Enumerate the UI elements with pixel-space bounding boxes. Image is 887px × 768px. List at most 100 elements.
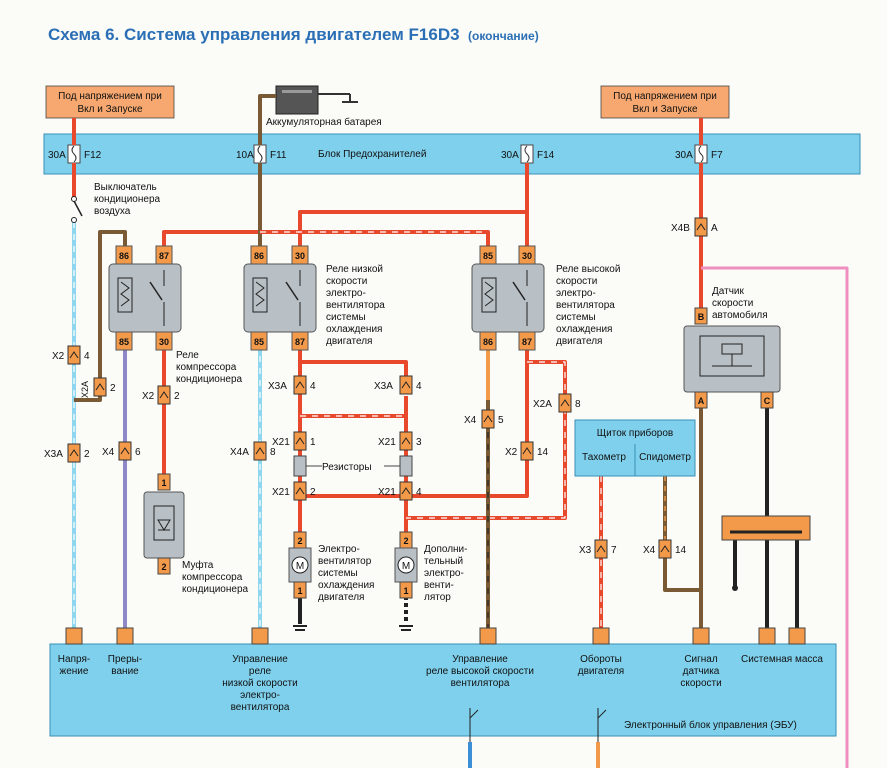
fan-extra-pin-bottom: 1 [403,586,408,596]
ecu-terminal-voltage-1: Напря- [58,654,90,665]
clutch-label-1: Муфта [182,559,214,571]
relay-low-label-7: двигателя [326,336,372,347]
speed-sensor-pin-c: C [764,396,771,406]
svg-text:2: 2 [110,383,116,394]
system-ground-block [721,515,811,591]
svg-text:X21: X21 [272,437,290,448]
svg-text:7: 7 [611,545,617,556]
svg-text:2: 2 [84,449,90,460]
ecu-terminal-low-5: вентилятора [231,702,290,713]
power-source-right-line2: Вкл и Запуске [632,104,698,115]
svg-text:X3A: X3A [44,449,63,460]
ecu-terminal-low-1: Управление [232,654,288,665]
svg-text:X4: X4 [102,447,115,458]
connector-x3-7: X3 7 [579,539,617,559]
diagram-title-suffix: (окончание) [468,29,539,43]
relay-high-label-7: двигателя [556,336,602,347]
ac-switch-label-3: воздуха [94,206,131,217]
relay-high-label-2: скорости [556,276,597,287]
svg-text:3: 3 [416,437,422,448]
power-source-left: Под напряжением при Вкл и Запуске [45,85,175,119]
svg-text:2: 2 [310,487,316,498]
svg-text:X2: X2 [505,447,518,458]
clutch-pin-top: 1 [161,478,166,488]
fuse-f11-rating: 10A [236,150,254,161]
fan-extra-pin-top: 2 [403,536,408,546]
svg-text:5: 5 [498,415,504,426]
fuse-f11: 10A F11 [236,144,287,164]
svg-text:8: 8 [575,399,581,410]
speedometer-label: Спидометр [639,452,691,463]
relay-compressor-pin-86: 86 [119,251,129,261]
relay-high-pin-86: 86 [483,337,493,347]
relay-low-label-2: скорости [326,276,367,287]
fuse-f14: 30A F14 [501,144,555,164]
fan-main-pin-bottom: 1 [297,586,302,596]
connector-x4-5: X4 5 [464,409,504,429]
ecu-terminal-high-1: Управление [452,654,508,665]
relay-compressor-label-1: Реле [176,350,199,361]
svg-text:1: 1 [310,437,316,448]
ground-symbols [293,625,413,631]
relay-compressor: 86 87 85 30 Реле компрессора кондиционер… [108,245,243,385]
fuse-f12-name: F12 [84,150,102,161]
ac-switch-label-2: кондиционера [94,194,161,205]
fan-extra-label-2: тельный [424,556,463,567]
svg-text:X4B: X4B [671,223,690,234]
svg-text:4: 4 [310,381,316,392]
svg-text:4: 4 [416,487,422,498]
fan-main-label-2: вентилятор [318,556,372,567]
svg-text:X3A: X3A [268,381,287,392]
connector-x3a-4-right: X3A 4 [374,375,422,395]
ecu-terminal-interrupt-1: Преры- [108,654,142,665]
relay-low-pin-30: 30 [295,251,305,261]
svg-text:X2: X2 [52,351,65,362]
power-source-left-line1: Под напряжением при [58,91,162,102]
connector-x4-6: X4 6 [102,441,141,461]
diagram-title: Схема 6. Система управления двигателем F… [48,25,460,44]
battery: Аккумуляторная батарея [266,85,382,128]
svg-text:X21: X21 [272,487,290,498]
connector-x2-14: X2 14 [505,441,549,461]
svg-text:14: 14 [675,545,687,556]
relay-high-pin-85: 85 [483,251,493,261]
relay-high-pin-30: 30 [522,251,532,261]
fan-extra: 2 M 1 Дополни- тельный электро- венти- л… [394,531,467,603]
ecu-terminal-speed-2: датчика [683,666,720,677]
connector-x2-2: X2 2 [142,385,180,405]
relay-compressor-pin-85: 85 [119,337,129,347]
fuse-f14-name: F14 [537,150,555,161]
svg-text:X2: X2 [142,391,155,402]
power-source-left-line2: Вкл и Запуске [77,104,143,115]
svg-text:2: 2 [174,391,180,402]
fuse-f7: 30A F7 [675,144,723,164]
relay-low-label-6: охлаждения [326,324,382,335]
connector-x2a-8: X2A 8 [533,393,581,413]
relay-compressor-pin-30: 30 [159,337,169,347]
ac-switch[interactable]: Выключатель кондиционера воздуха [71,182,161,223]
speed-sensor-pin-a: A [698,396,705,406]
clutch-label-2: компрессора [182,572,243,583]
ecu-terminal-low-3: низкой скорости [222,678,297,689]
fuse-block-label: Блок Предохранителей [318,149,426,160]
connector-x2-4: X2 4 [52,345,90,365]
fan-extra-label-3: электро- [424,568,464,579]
battery-label: Аккумуляторная батарея [266,116,382,128]
fan-main-label-3: системы [318,568,358,579]
connectors: X2 4 X2A 2 X2 2 X3A 2 X4 6 [44,217,718,559]
svg-text:4: 4 [416,381,422,392]
relay-compressor-label-2: компрессора [176,362,237,373]
power-source-right: Под напряжением при Вкл и Запуске [600,85,730,119]
ecu-terminal-high-2: реле высокой скорости [426,666,534,677]
fan-extra-label-5: лятор [424,592,451,603]
relay-high-label-4: вентилятора [556,300,615,311]
clutch-pin-bottom: 2 [161,562,166,572]
svg-text:X4A: X4A [230,447,249,458]
relay-low-pin-85: 85 [254,337,264,347]
fuse-f11-name: F11 [270,150,287,161]
resistors-label: Резисторы [322,462,372,473]
relay-low-pin-86: 86 [254,251,264,261]
connector-x21-3: X21 3 [378,431,422,451]
ecu-terminal-speed-1: Сигнал [684,654,718,665]
